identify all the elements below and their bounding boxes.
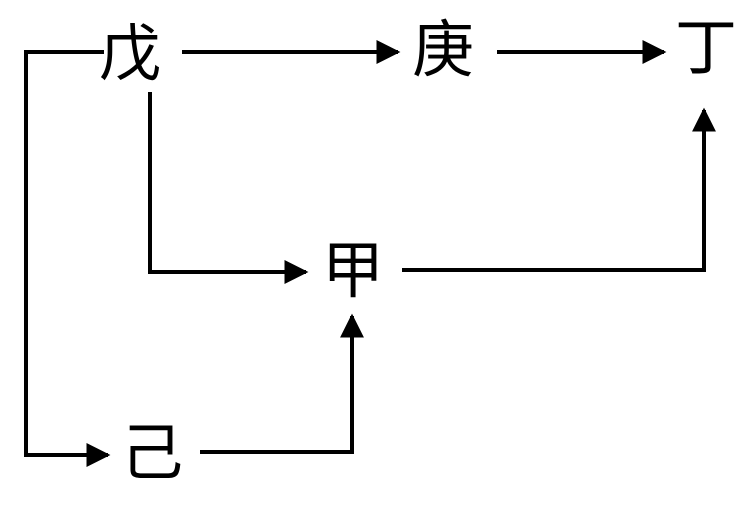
node-ding-label: 丁 — [674, 11, 738, 84]
arrow-jia-to-ding — [402, 107, 716, 272]
arrow-wu-to-jia — [148, 92, 309, 284]
node-wu-label: 戊 — [98, 17, 162, 90]
arrow-ji-to-jia — [200, 313, 364, 454]
arrow-wu-to-ji — [24, 50, 111, 467]
node-ji-label: 己 — [120, 416, 184, 489]
node-jia-label: 甲 — [321, 234, 385, 307]
node-geng-label: 庚 — [411, 13, 475, 86]
